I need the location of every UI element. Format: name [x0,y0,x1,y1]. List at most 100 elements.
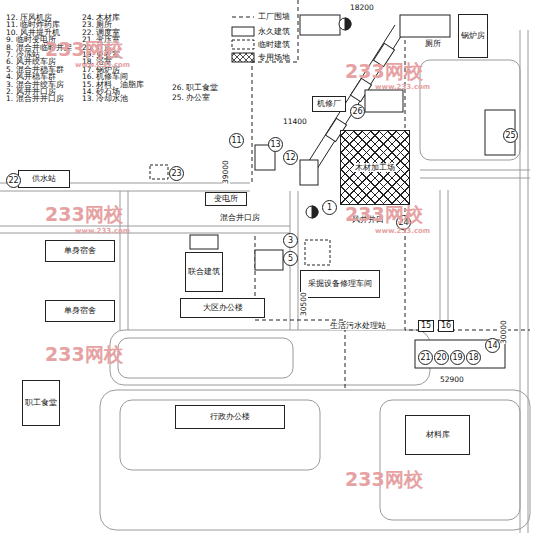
callout-circle: 14 [485,338,500,353]
callout-circle: 3 [283,233,298,248]
building-label: 机修厂 [317,99,341,108]
building-box: 变电所 [205,192,247,206]
building-label: 23 [171,169,181,178]
legend-text: 工厂围墙 [258,13,290,21]
building-box: 行政办公楼 [175,405,285,429]
building-label: 13 [270,140,280,149]
callout-circle: 26 [350,104,365,119]
building-label: 18 [468,353,478,362]
special-site: 木材加工场 [340,130,410,205]
map-label: 39000 [222,160,230,184]
watermark: 233网校 [45,345,123,364]
callout-circle: 13 [268,137,283,152]
building-label: 25 [505,131,515,140]
building-label: 锅炉房 [461,31,485,40]
building-label: 26 [352,107,362,116]
building-label: 5 [288,254,293,263]
legend-samples [232,17,254,62]
legend-item: 24. 木材库 [82,14,120,22]
legend-item: 4. 风井稳车群 [6,73,56,81]
legend-text: 临时建筑 [258,41,290,49]
callout-circle: 18 [466,350,481,365]
legend-item: 7. 冷冻站 [6,51,40,59]
watermark: 233网校 [345,205,423,224]
callout-circle: 25 [503,128,518,143]
building-label: 采掘设备修理车间 [308,279,372,288]
legend-item: 12. 压风机房 [6,14,52,22]
building-label: 11 [231,136,241,145]
legend-item: 16. 机修车间 [82,73,128,81]
callout-circle: 21 [418,350,433,365]
building-label: 15 [421,321,431,330]
building-label: 材料库 [426,430,450,439]
map-label: 30000 [500,320,508,344]
legend-item: 13. 冷却水池 [82,95,128,103]
watermark: www.233.com [75,62,130,69]
building-label: 20 [436,353,446,362]
callout-circle: 23 [169,166,184,181]
legend-item: 25. 办公室 [172,94,210,102]
watermark: 233网校 [45,205,123,224]
watermark: 233网校 [45,40,123,59]
building-label: 行政办公楼 [210,412,250,421]
watermark: www.233.com [75,228,130,235]
building-label: 14 [487,341,497,350]
building-box: 供水站 [18,170,70,188]
map-label: 混合井口房 [220,214,260,222]
building-box: 联合建筑 [185,252,223,292]
buildings [150,15,515,368]
legend-item: 14. 砂石场 [82,88,120,96]
building-box: 职工食堂 [22,380,60,426]
building-label: 19 [452,353,462,362]
building-box: 锅炉房 [458,14,488,58]
legend-item: 3. 混合井绞车房 [6,81,64,89]
building-box: 大区办公楼 [180,298,265,318]
building-label: 联合建筑 [188,267,220,276]
watermark: 233网校 [345,470,423,489]
legend-item: 2. 风井井口房 [6,88,56,96]
callout-circle: 5 [283,251,298,266]
building-label: 12 [285,153,295,162]
legend-text: 专用场地 [258,54,290,62]
watermark: www.233.com [375,228,430,235]
building-label: 16 [441,321,451,330]
legend-item: 6. 风井绞车房 [6,58,56,66]
legend-item: 26. 职工食堂 [172,84,218,92]
callout-circle: 11 [229,133,244,148]
map-label: 生活污水处理站 [330,322,386,330]
legend-item: 11. 临时炸药库 [6,21,60,29]
watermark: 233网校 [345,62,423,81]
legend-item: 5. 混合井稳车群 [6,66,64,74]
building-box: 采掘设备修理车间 [300,270,380,298]
legend-item: 22. 调度室 [82,29,120,37]
building-label: 单身宿舍 [64,306,96,315]
map-label: 30500 [300,292,308,316]
building-label: 21 [420,353,430,362]
map-label: 52900 [440,376,464,384]
map-label: 18200 [350,4,374,12]
map-label: 11400 [283,118,307,126]
callout-circle: 22 [6,173,21,188]
building-box: 15 [418,320,434,332]
building-label: 木材加工场 [354,163,396,172]
building-label: 职工食堂 [25,398,57,407]
building-label: 大区办公楼 [203,303,243,312]
building-box: 材料库 [405,415,470,455]
callout-circle: 1 [322,200,337,215]
legend-item: 10. 风井提升机 [6,29,60,37]
building-label: 3 [288,236,293,245]
legend-item: 1. 混合井井口房 [6,95,64,103]
building-box: 单身宿舍 [45,300,115,322]
building-label: 1 [327,203,332,212]
roads [0,30,530,533]
building-box: 机修厂 [312,96,346,112]
building-box: 16 [438,320,454,332]
map-label: 厕所 [425,40,441,48]
callout-circle: 19 [450,350,465,365]
callout-circle: 20 [434,350,449,365]
building-box: 单身宿舍 [45,240,115,262]
watermark: www.233.com [375,84,430,91]
legend-text: 永久建筑 [258,28,290,36]
building-label: 单身宿舍 [64,246,96,255]
building-label: 22 [8,176,18,185]
